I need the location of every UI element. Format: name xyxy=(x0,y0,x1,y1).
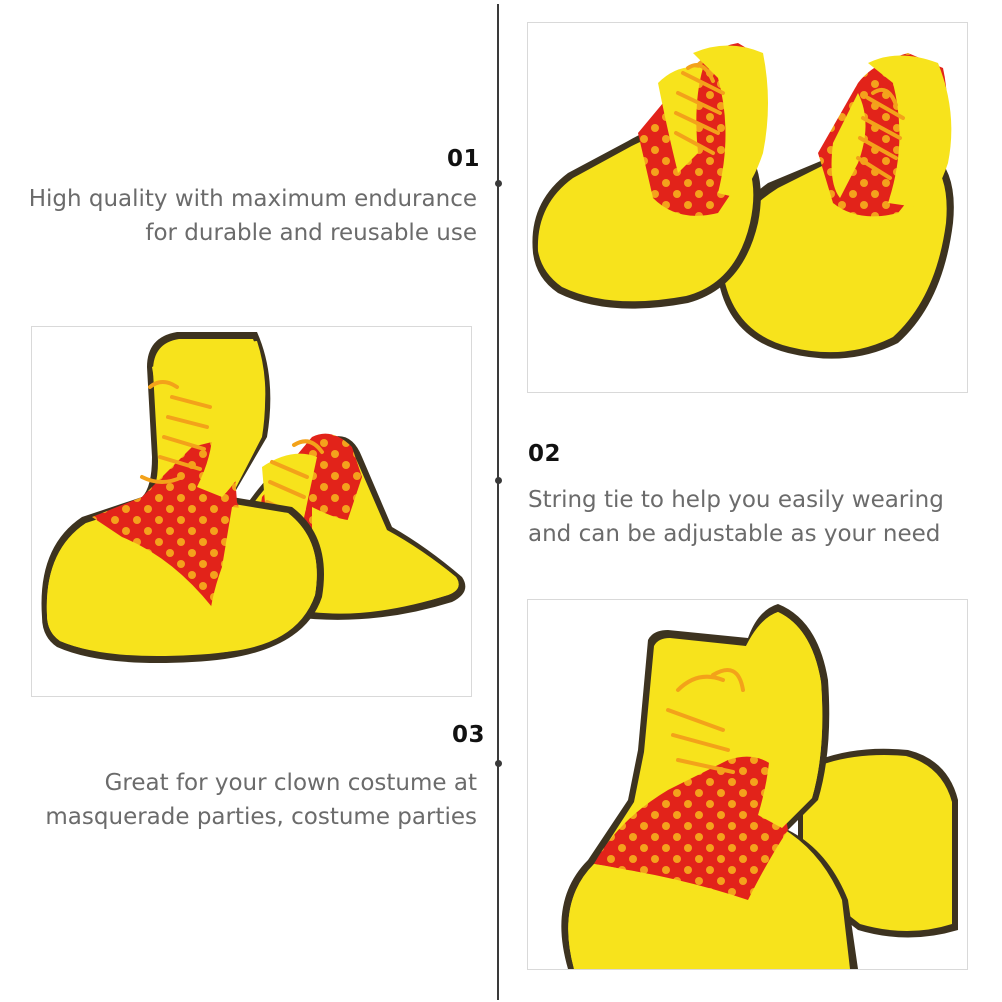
product-image-2 xyxy=(31,326,472,697)
feature-text-2: String tie to help you easily wearing an… xyxy=(528,483,988,551)
feature-1-line-1: High quality with maximum endurance xyxy=(28,186,477,212)
feature-text-1: High quality with maximum endurance for … xyxy=(0,182,477,250)
feature-text-3: Great for your clown costume at masquera… xyxy=(0,766,477,834)
feature-number-1: 01 xyxy=(447,146,481,172)
feature-3-line-1: Great for your clown costume at xyxy=(104,770,477,796)
timeline-dot-1 xyxy=(494,180,502,187)
timeline-dot-2 xyxy=(494,477,502,484)
feature-number-3: 03 xyxy=(452,722,486,748)
feature-3-line-2: masquerade parties, costume parties xyxy=(45,804,477,830)
feature-2-line-2: and can be adjustable as your need xyxy=(528,521,941,547)
timeline-dot-3 xyxy=(494,760,502,767)
feature-number-2: 02 xyxy=(528,441,562,467)
product-image-1 xyxy=(527,22,968,393)
feature-1-line-2: for durable and reusable use xyxy=(145,220,477,246)
timeline-line xyxy=(497,4,499,1000)
feature-2-line-1: String tie to help you easily wearing xyxy=(528,487,944,513)
product-image-3 xyxy=(527,599,968,970)
